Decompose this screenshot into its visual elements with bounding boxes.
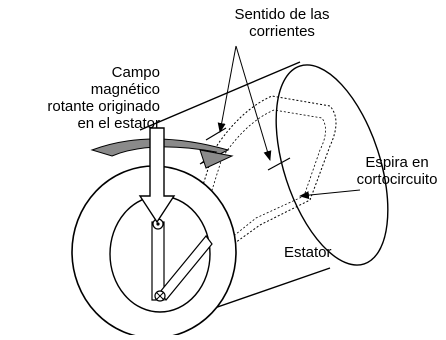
current-leader-2	[235, 45, 272, 161]
rotating-field-line1: Campo	[111, 64, 160, 81]
stator-label: Estator	[284, 244, 332, 261]
rotating-field-label: Campo magnético rotante originado en el …	[0, 64, 160, 132]
currents-direction-line2: corrientes	[249, 23, 315, 40]
rotor-conductor-vertical	[151, 221, 165, 301]
stator-top-edge	[139, 61, 301, 131]
short-circuit-loop-line1: Espira en	[365, 154, 429, 171]
current-leader-1	[217, 45, 237, 133]
short-circuit-loop-inner	[193, 109, 326, 259]
rotating-field-line2: magnético	[90, 81, 160, 98]
field-direction-arrow	[138, 127, 176, 224]
currents-direction-label: Sentido de las corrientes	[222, 6, 342, 40]
current-in-icon	[154, 290, 166, 302]
short-circuit-loop-line2: cortocircuito	[356, 171, 438, 188]
short-circuit-loop-label: Espira en cortocircuito	[348, 154, 446, 188]
current-segment-lower	[267, 157, 291, 171]
rotating-field-swirl-tip	[199, 149, 234, 169]
short-circuit-loop	[181, 95, 337, 269]
rotating-field-line4: en el estator	[77, 115, 160, 132]
rotating-field-swirl	[90, 138, 230, 165]
loop-leader	[299, 189, 361, 200]
currents-direction-line1: Sentido de las	[234, 6, 330, 23]
current-segment-upper	[205, 127, 227, 141]
rotating-field-line3: rotante originado	[47, 98, 160, 115]
